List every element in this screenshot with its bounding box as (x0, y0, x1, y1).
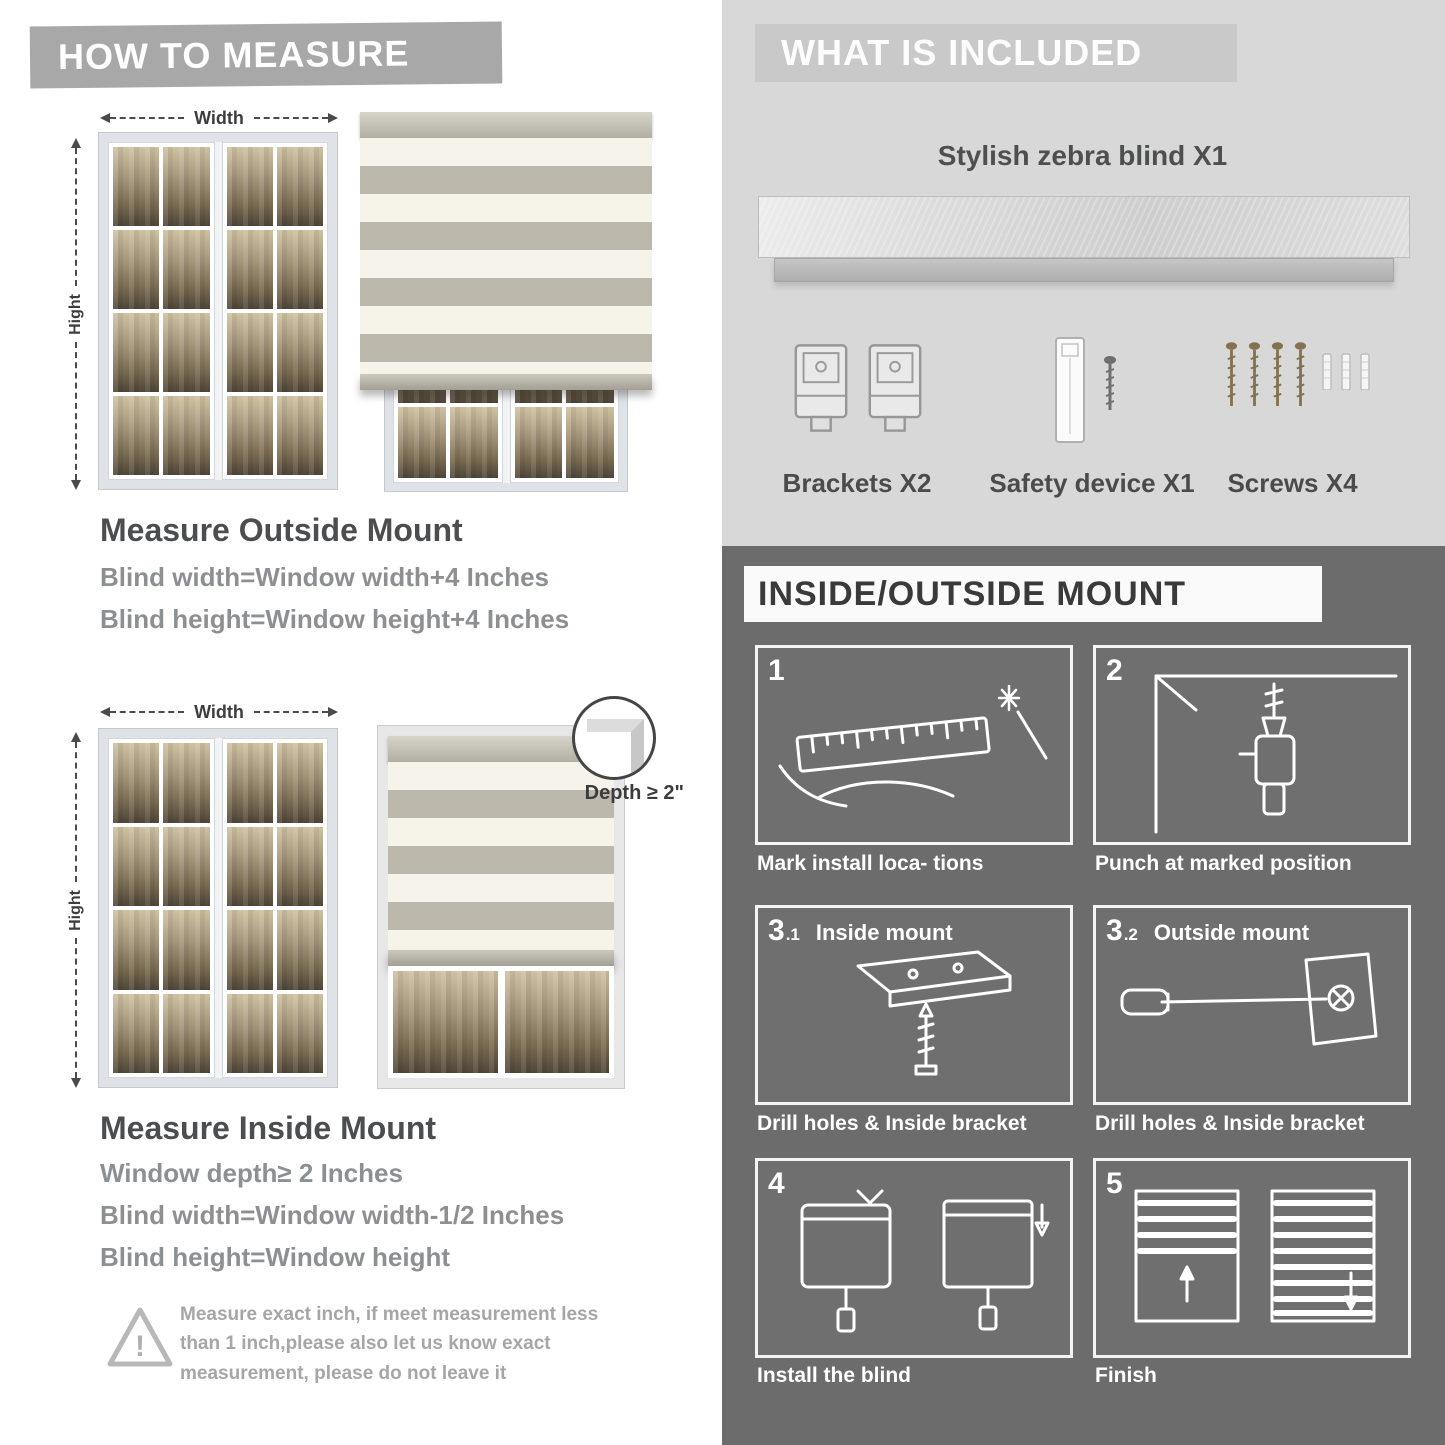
arrow-right-icon (328, 707, 339, 717)
screw-icon (1248, 342, 1261, 406)
bracket-icon (864, 338, 926, 443)
step-panel-2: 2 (1093, 645, 1411, 845)
safety-device-icon (1052, 334, 1088, 451)
step-number: 5 (1106, 1167, 1123, 1200)
step-subnumber: .2 (1123, 925, 1138, 944)
outside-formula-height: Blind height=Window height+4 Inches (100, 604, 570, 634)
what-is-included-banner: WHAT IS INCLUDED (755, 24, 1237, 82)
arrow-up-icon (71, 732, 81, 742)
inside-mount-illustration (377, 696, 656, 1089)
step-title: Outside mount (1153, 920, 1310, 945)
mark-location-icon (778, 684, 1048, 808)
arrow-left-icon (100, 113, 110, 123)
wall-anchor-icon (1360, 353, 1370, 396)
screws-group (1224, 338, 1308, 414)
arrow-down-icon (71, 480, 81, 490)
height-arrow: Hight (66, 732, 86, 1088)
step-subnumber: .1 (785, 925, 800, 944)
step-caption-3-1: Drill holes & Inside bracket (757, 1112, 1027, 1135)
wall-anchor-icon (1322, 353, 1332, 396)
finish-blinds-icon (1134, 1189, 1376, 1323)
outside-bracket-icon (1120, 952, 1378, 1046)
warning-icon: ! (102, 1302, 178, 1374)
anchors-group (1320, 352, 1372, 398)
install-blind-icon (800, 1189, 1050, 1333)
zebra-blind-outside (360, 112, 652, 390)
product-title: Stylish zebra blind X1 (937, 140, 1228, 171)
headrail-bottom-bar (774, 258, 1394, 282)
blind-bottom-rail (360, 374, 652, 390)
blind-cassette (360, 112, 652, 138)
step-panel-3-1: 3.1 Inside mount (755, 905, 1073, 1105)
frame-corner-icon (587, 719, 644, 774)
headrail-illustration (758, 196, 1410, 258)
blind-bottom-rail (388, 950, 614, 966)
step-caption-1: Mark install loca- tions (757, 852, 984, 875)
how-to-measure-banner: HOW TO MEASURE (29, 21, 503, 89)
step-panel-3-2: 3.2 Outside mount (1093, 905, 1411, 1105)
blind-stripes (388, 762, 614, 950)
outside-formula-width: Blind width=Window width+4 Inches (100, 562, 549, 592)
window-sash (221, 738, 328, 1078)
screw-icon (1294, 342, 1307, 406)
window-illustration-outside (98, 132, 338, 490)
arrow-left-icon (100, 707, 110, 717)
warning-text: Measure exact inch, if meet measurement … (180, 1304, 599, 1384)
screw-icon (1102, 354, 1118, 421)
window-sash (221, 142, 328, 480)
inside-mount-heading: Measure Inside Mount (100, 1110, 437, 1146)
step-panel-4: 4 (755, 1158, 1073, 1358)
inside-formula-depth: Window depth≥ 2 Inches (100, 1158, 403, 1188)
step-caption-5: Finish (1095, 1364, 1157, 1387)
drill-icon (1154, 674, 1398, 834)
brackets-label: Brackets X2 (782, 468, 932, 498)
height-label: Hight (67, 293, 84, 335)
arrow-up-icon (71, 138, 81, 148)
window-frame (377, 725, 625, 1089)
step-panel-5: 5 (1093, 1158, 1411, 1358)
window-illustration-inside (98, 728, 338, 1088)
width-label: Width (194, 107, 244, 128)
bracket-icon (790, 338, 852, 443)
step-panel-1: 1 (755, 645, 1073, 845)
outside-mount-illustration (360, 112, 652, 492)
width-arrow: Width (100, 701, 339, 722)
screw-icon (1225, 342, 1238, 406)
inside-bracket-icon (856, 950, 1012, 1076)
width-arrow: Width (100, 107, 339, 128)
step-title: Inside mount (815, 920, 953, 945)
arrow-right-icon (328, 113, 339, 123)
height-arrow: Hight (66, 138, 86, 490)
screw-icon (1271, 342, 1284, 406)
svg-text:!: ! (135, 1330, 145, 1363)
window-bottom (388, 966, 614, 1078)
blind-stripes (360, 138, 652, 374)
depth-label: Depth ≥ 2" (584, 782, 684, 804)
wall-anchor-icon (1341, 353, 1351, 396)
window-sash (108, 738, 215, 1078)
arrow-down-icon (71, 1078, 81, 1088)
depth-detail-circle (572, 696, 656, 780)
step-caption-3-2: Drill holes & Inside bracket (1095, 1112, 1365, 1135)
screws-label: Screws X4 (1227, 468, 1358, 498)
safety-device-label: Safety device X1 (989, 468, 1195, 498)
inside-formula-height: Blind height=Window height (100, 1242, 450, 1272)
outside-mount-heading: Measure Outside Mount (100, 512, 463, 548)
inside-outside-mount-banner: INSIDE/OUTSIDE MOUNT (744, 566, 1322, 622)
step-number: 3 (768, 914, 785, 947)
height-label: Hight (67, 889, 84, 931)
step-number: 2 (1106, 654, 1123, 687)
step-caption-4: Install the blind (757, 1364, 912, 1387)
step-number: 1 (768, 654, 785, 687)
step-number: 3 (1106, 914, 1123, 947)
step-number: 4 (768, 1167, 785, 1200)
step-caption-2: Punch at marked position (1095, 852, 1352, 875)
window-sash (108, 142, 215, 480)
width-label: Width (194, 701, 244, 722)
inside-formula-width: Blind width=Window width-1/2 Inches (100, 1200, 565, 1230)
